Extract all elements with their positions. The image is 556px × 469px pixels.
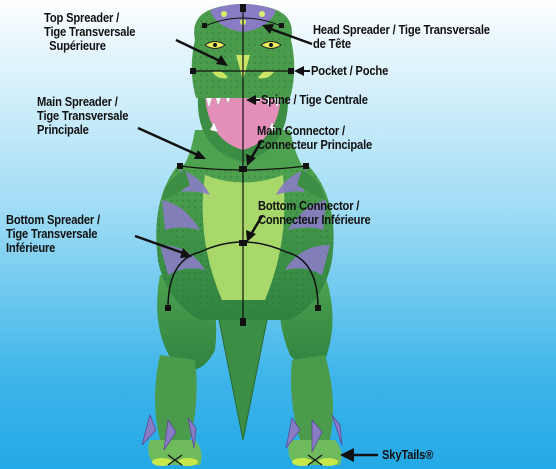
dino-tail [218,315,268,440]
bottom-spreader-end-right [315,305,321,311]
pocket-head-left [202,23,207,28]
label-pocket: Pocket / Poche [311,64,388,78]
label-top-spreader-line2: Tige Transversale [44,25,135,39]
label-bottom-spreader-line1: Bottom Spreader / [6,213,100,227]
label-head-spreader-line1: Head Spreader / Tige Transversale [313,23,490,37]
main-connector [239,166,247,172]
label-main-connector: Main Connector / Connecteur Principale [257,124,372,152]
label-main-spreader-line3: Principale [37,123,128,137]
label-main-spreader: Main Spreader / Tige Transversale Princi… [37,95,128,137]
bottom-connector [239,240,247,246]
spine-bottom-cap [240,318,246,326]
label-bottom-spreader: Bottom Spreader / Tige Transversale Infé… [6,213,100,255]
bottom-spreader-end-left [165,305,171,311]
main-spreader-end-right [303,163,309,169]
label-bottom-connector: Bottom Connector / Connecteur Inférieure [258,199,371,227]
pocket-right [288,68,294,74]
label-head-spreader: Head Spreader / Tige Transversale de Têt… [313,23,490,51]
main-spreader-end-left [177,163,183,169]
label-main-spreader-line2: Tige Transversale [37,109,128,123]
label-pocket-text: Pocket / Poche [311,64,388,78]
label-skytails-text: SkyTails® [382,448,433,462]
pocket-left [190,68,196,74]
label-top-spreader: Top Spreader / Tige Transversale Supérie… [44,11,135,53]
label-spine-text: Spine / Tige Centrale [261,93,368,107]
label-bottom-spreader-line3: Inférieure [6,241,100,255]
label-top-spreader-line1: Top Spreader / [44,11,135,25]
label-top-spreader-line3: Supérieure [44,39,135,53]
label-skytails: SkyTails® [382,448,433,462]
spine-top-cap [240,4,246,12]
label-bottom-spreader-line2: Tige Transversale [6,227,100,241]
label-spine: Spine / Tige Centrale [261,93,368,107]
label-main-connector-line2: Connecteur Principale [257,138,372,152]
label-bottom-connector-line2: Connecteur Inférieure [258,213,371,227]
label-bottom-connector-line1: Bottom Connector / [258,199,371,213]
label-main-connector-line1: Main Connector / [257,124,372,138]
label-main-spreader-line1: Main Spreader / [37,95,128,109]
label-head-spreader-line2: de Tête [313,37,490,51]
pocket-head-right [279,23,284,28]
